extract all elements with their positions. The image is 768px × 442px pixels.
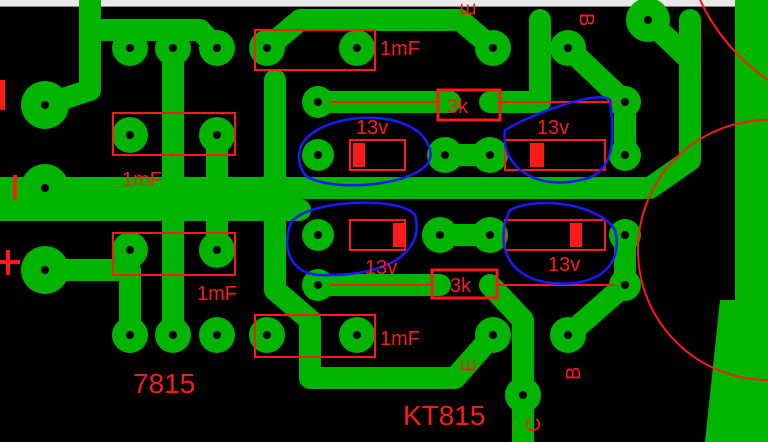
drill-hole [169,44,177,52]
drill-hole [621,231,629,239]
drill-hole [486,151,494,159]
pads [21,0,670,413]
drill-hole [126,246,134,254]
res-bottom-label: 3k [450,275,472,297]
cap-outline-top [699,0,768,81]
diode-4-outline [504,219,606,251]
drill-hole [353,44,361,52]
drill-hole [126,331,134,339]
drill-hole [213,331,221,339]
drill-hole [436,231,444,239]
drill-hole [621,281,629,289]
drill-hole [263,331,271,339]
pin-e-bottom: E [458,359,480,372]
cap-top-outline [254,29,376,71]
drill-hole [441,151,449,159]
diode-3-label: 13v [365,257,397,279]
drill-hole [353,331,361,339]
cap-bottom-label: 1mF [380,328,420,350]
drill-hole [169,331,177,339]
pin-b-bottom: B [563,367,585,380]
diode-1-label: 13v [356,117,388,139]
drill-hole [41,184,49,192]
res-top-label: 3k [447,96,469,118]
drill-hole [314,98,322,106]
drill-hole [489,44,497,52]
copper-pour-lower [705,300,768,442]
drill-hole [489,331,497,339]
res-top-outline [436,88,502,122]
cap-lower-left-label: 1mF [197,283,237,305]
drill-hole [263,44,271,52]
drill-hole [213,44,221,52]
drill-hole [126,131,134,139]
diode-bands [353,143,582,247]
transistor-label: KT815 [403,400,486,431]
pin-c: C [523,418,545,432]
drill-hole [126,44,134,52]
cap-left-outline [112,112,236,156]
drill-hole [314,281,322,289]
drill-hole [644,16,652,24]
drill-hole [564,331,572,339]
pin-e-top: E [458,3,480,16]
drill-hole [314,151,322,159]
diode-4-label: 13v [548,254,580,276]
diode-2-outline [504,139,606,171]
drill-hole [621,98,629,106]
silkscreen [0,0,768,381]
hand-drawn-circles [285,96,618,285]
regulator-label: 7815 [133,368,195,399]
drill-hole [314,231,322,239]
drill-hole [213,246,221,254]
cap-outline-right [637,119,768,381]
drill-hole [486,231,494,239]
drill-hole [621,151,629,159]
diode-2-label: 13v [537,117,569,139]
drill-hole [519,391,527,399]
diode-1-outline [349,139,406,171]
drill-hole [41,101,49,109]
drill-hole [564,44,572,52]
pin-b-top: B [575,13,597,26]
drill-hole [41,266,49,274]
drill-hole [213,131,221,139]
cap-bottom-outline [254,314,376,358]
ruler [0,0,768,7]
cap-lower-left-outline [112,232,236,276]
cap-left-label: 1mF [122,169,162,191]
cap-top-label: 1mF [380,38,420,60]
